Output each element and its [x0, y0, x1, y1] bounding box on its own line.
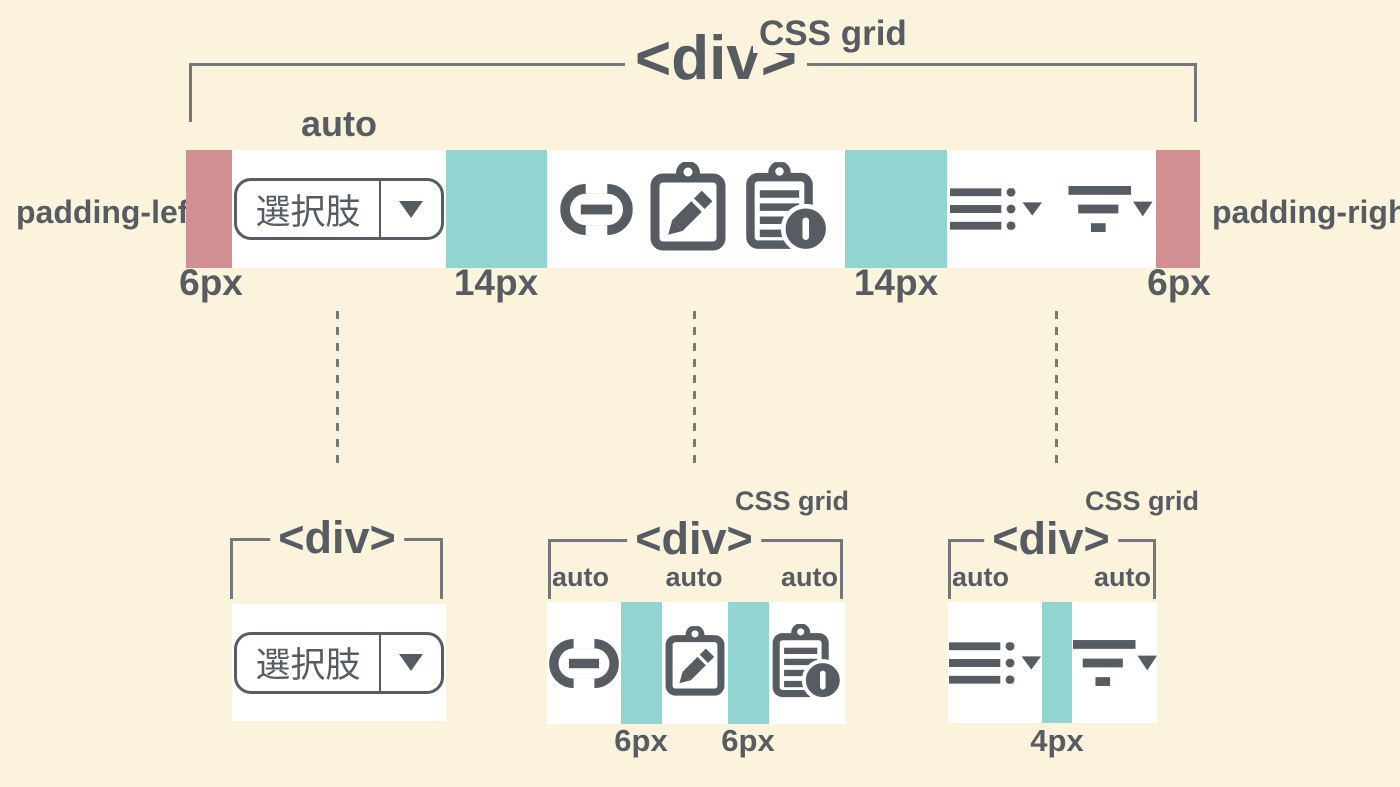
- sub-actions-cell-link: [547, 602, 621, 724]
- sub-select-dropdown: 選択肢: [234, 631, 444, 694]
- clipboard-status-icon: [769, 624, 845, 703]
- list-menu-icon: [950, 188, 1042, 230]
- sub-menus-gap-bar: [1042, 602, 1072, 723]
- sub-select-div-label: <div>: [270, 513, 404, 562]
- sub-actions-cell-edit: [662, 602, 728, 724]
- link-icon: [560, 184, 633, 235]
- size-label-padding-right: 6px: [1147, 262, 1211, 303]
- sub-actions-box: [547, 602, 845, 724]
- sub-select-box: 選択肢: [232, 604, 446, 721]
- size-label-gap-1: 14px: [453, 262, 539, 303]
- padding-right-bar: [1156, 150, 1200, 268]
- sub-menus-col2-label: auto: [1094, 562, 1151, 592]
- sub-menus-div-label: <div>: [984, 514, 1118, 563]
- toolbar-actions-section: [547, 150, 845, 268]
- dropdown-arrow-icon: [399, 654, 423, 671]
- toolbar: 選択肢: [186, 150, 1200, 268]
- sub-actions-div-label: <div>: [627, 514, 761, 563]
- sub-actions-col2-label: auto: [665, 562, 723, 592]
- filter-sort-icon: [1068, 186, 1153, 232]
- select-dropdown-arrow-box: [379, 181, 441, 237]
- size-label-padding-left: 6px: [179, 262, 243, 303]
- sub-actions-gap2-label: 6px: [721, 723, 775, 758]
- edit-icon: [646, 162, 730, 256]
- main-css-grid-label: CSS grid: [753, 14, 913, 53]
- sub-actions-col1-label: auto: [552, 562, 609, 592]
- toolbar-select-section: 選択肢: [232, 150, 446, 268]
- sub-menus-box: [948, 602, 1157, 723]
- sub-menus-css-grid-label: CSS grid: [1081, 487, 1204, 516]
- sub-actions-css-grid-label: CSS grid: [731, 487, 854, 516]
- padding-right-label: padding-right: [1212, 194, 1400, 230]
- link-icon: [549, 639, 619, 688]
- select-dropdown: 選択肢: [234, 178, 444, 240]
- sub-menus-gap-label: 4px: [1030, 723, 1084, 758]
- dropdown-arrow-icon: [399, 200, 423, 218]
- connector-actions: [693, 311, 696, 468]
- column-gap-bar-1: [446, 150, 547, 268]
- sub-menus-cell-filter: [1072, 602, 1157, 723]
- edit-icon: [662, 626, 728, 700]
- connector-select: [336, 311, 339, 468]
- filter-sort-icon: [1073, 640, 1157, 686]
- sub-select-dropdown-label: 選択肢: [255, 646, 361, 685]
- connector-menus: [1055, 311, 1058, 468]
- column-gap-bar-2: [845, 150, 947, 268]
- sub-actions-gap-bar-2: [728, 602, 769, 724]
- padding-left-bar: [186, 150, 232, 268]
- sub-select-dropdown-arrow-box: [379, 634, 441, 691]
- clipboard-status-icon: [742, 162, 832, 256]
- sub-actions-cell-clipboard: [769, 602, 845, 724]
- main-auto-label: auto: [301, 103, 377, 144]
- sub-actions-col3-label: auto: [781, 562, 838, 592]
- sub-actions-gap1-label: 6px: [614, 723, 668, 758]
- sub-actions-gap-bar-1: [621, 602, 662, 724]
- sub-menus-cell-list: [948, 602, 1042, 723]
- toolbar-menus-section: [947, 150, 1156, 268]
- size-label-gap-2: 14px: [853, 262, 939, 303]
- sub-menus-col1-label: auto: [952, 562, 1009, 592]
- list-menu-icon: [949, 642, 1041, 684]
- select-dropdown-label: 選択肢: [255, 192, 361, 232]
- padding-left-label: padding-left: [16, 194, 200, 230]
